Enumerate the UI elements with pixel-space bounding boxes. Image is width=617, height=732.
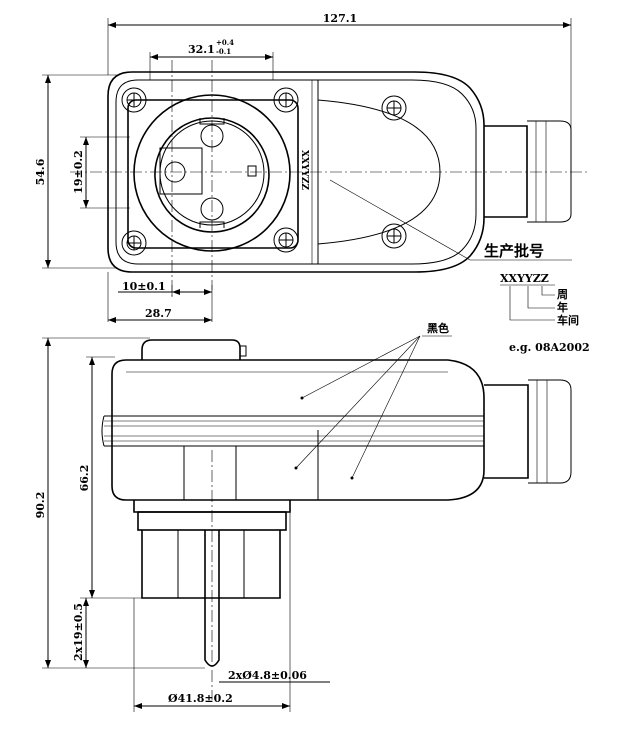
- screw-top-left: [121, 87, 147, 113]
- dim-offset-28: 28.7: [145, 307, 172, 320]
- body-code: XXYYZZ: [299, 150, 309, 190]
- workshop-label: 车间: [557, 313, 579, 327]
- screw-right-bottom: [381, 223, 407, 249]
- dim-side-total: 90.2: [34, 492, 47, 519]
- year-label: 年: [557, 300, 568, 314]
- week-label: 周: [557, 288, 568, 301]
- dim-pin-spacing: 32.1: [188, 43, 215, 56]
- screw-top-mid: [273, 87, 299, 113]
- side-view: 90.2 66.2 2x19±0.5: [34, 321, 572, 712]
- example-code: e.g. 08A2002: [509, 341, 590, 354]
- screw-right-top: [381, 95, 407, 121]
- dim-tol-lower: -0.1: [216, 47, 231, 56]
- dim-overall-length: 127.1: [323, 12, 357, 25]
- dim-pin-diameter: 2xØ4.8±0.06: [228, 669, 307, 682]
- top-view: 127.1 32.1 +0.4 -0.1 54.6 19±0.2: [34, 12, 590, 354]
- dim-collar-diameter: Ø41.8±0.2: [168, 692, 233, 705]
- dim-pin-length: 2x19±0.5: [72, 603, 85, 661]
- dim-offset-10: 10±0.1: [122, 280, 166, 293]
- dim-tol-upper: +0.4: [216, 38, 234, 47]
- batch-label: 生产批号: [484, 242, 544, 260]
- batch-code: XXYYZZ: [500, 272, 549, 285]
- screw-bottom-mid: [273, 227, 299, 253]
- dim-height: 54.6: [34, 158, 47, 185]
- color-note: 黑色: [427, 321, 449, 335]
- dim-side-body: 66.2: [78, 465, 91, 492]
- screw-bottom-left: [121, 230, 147, 256]
